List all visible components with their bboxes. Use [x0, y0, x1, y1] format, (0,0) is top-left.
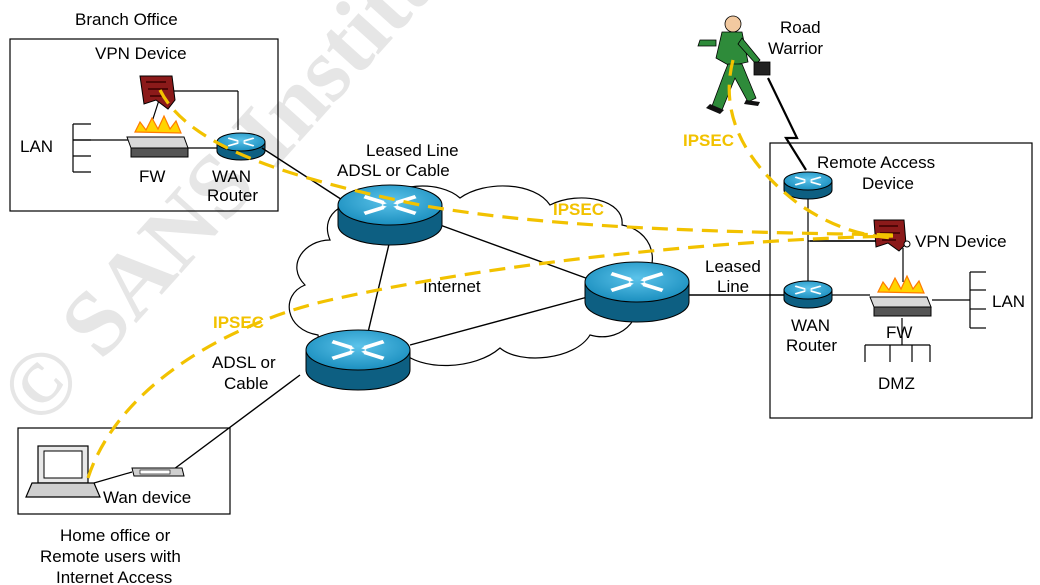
- hq-site-box: [769, 142, 1033, 419]
- branch-vpn-device-label: VPN Device: [95, 44, 187, 63]
- home-cable-label: Cable: [224, 374, 268, 393]
- wireless-link-bolt: [767, 77, 807, 171]
- branch-wan-router-icon: [216, 132, 266, 161]
- remote-access-label: Remote Access: [817, 153, 935, 172]
- hq-firewall-icon: [869, 274, 932, 317]
- home-adsl-label: ADSL or: [212, 353, 276, 372]
- hq-fw-label: FW: [886, 323, 912, 342]
- internet-label: Internet: [423, 277, 481, 296]
- wan-device-icon: [131, 467, 185, 477]
- branch-office-title: Branch Office: [75, 10, 178, 29]
- home-caption-line1: Home office or: [60, 526, 171, 545]
- branch-office-box: [9, 38, 279, 212]
- branch-wan-label: WAN: [212, 167, 251, 186]
- hq-dmz-label: DMZ: [878, 374, 915, 393]
- ipsec-tunnel-branch-hq: [158, 89, 896, 237]
- hq-leased-label: Leased: [705, 257, 761, 276]
- remote-access-router-icon: [783, 171, 833, 200]
- ipsec-tunnel-home-hq: [86, 234, 894, 479]
- ipsec-label-top: IPSEC: [553, 200, 604, 219]
- adsl-cable-label: ADSL or Cable: [337, 161, 450, 180]
- hq-wiring: [807, 195, 986, 362]
- home-caption-line3: Internet Access: [56, 568, 172, 585]
- leased-line-router-icon: [337, 184, 443, 246]
- ipsec-tunnel-road-hq: [727, 59, 894, 240]
- hq-wan-router-icon: [783, 280, 833, 309]
- remote-access-device-label: Device: [862, 174, 914, 193]
- branch-lan-bus: [72, 123, 128, 173]
- leased-line-label: Leased Line: [366, 141, 459, 160]
- laptop-cable: [93, 471, 133, 484]
- laptop-icon: [25, 445, 101, 498]
- ipsec-label-left: IPSEC: [213, 313, 264, 332]
- ipsec-label-road: IPSEC: [683, 131, 734, 150]
- branch-firewall-icon: [126, 114, 189, 158]
- home-caption-line2: Remote users with: [40, 547, 181, 566]
- branch-fw-label: FW: [139, 167, 165, 186]
- hq-line-label: Line: [717, 277, 749, 296]
- branch-lan-label: LAN: [20, 137, 53, 156]
- hq-vpn-device-label: VPN Device: [915, 232, 1007, 251]
- ipsec-tunnels: [86, 59, 896, 479]
- road-warrior-figure: [697, 15, 771, 114]
- road-label: Road: [780, 18, 821, 37]
- hq-lan-label: LAN: [992, 292, 1025, 311]
- hq-leased-line-router-icon: [584, 261, 690, 323]
- hq-wan-label: WAN: [791, 316, 830, 335]
- home-office-box: [17, 427, 231, 515]
- branch-router-label: Router: [207, 186, 258, 205]
- warrior-label: Warrior: [768, 39, 823, 58]
- home-wan-device-label: Wan device: [103, 488, 191, 507]
- hq-router-label: Router: [786, 336, 837, 355]
- adsl-cable-router-icon: [305, 329, 411, 391]
